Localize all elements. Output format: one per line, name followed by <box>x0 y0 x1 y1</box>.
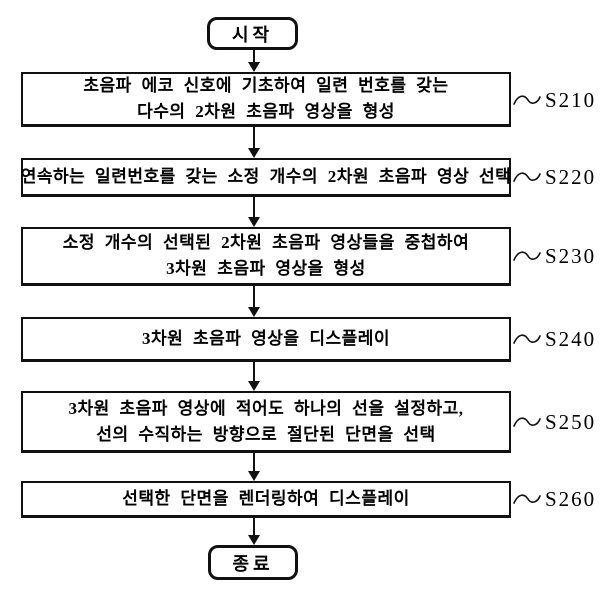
step-label-text: S210 <box>545 87 597 112</box>
step-label-s240: S240 <box>513 327 596 351</box>
flow-arrow-line <box>253 453 255 472</box>
end-node: 종료 <box>208 545 298 580</box>
step-text: 선택한 단면을 렌더링하여 디스플레이 <box>122 489 410 508</box>
step-label-s210: S210 <box>513 88 596 112</box>
step-label-s250: S250 <box>513 410 596 434</box>
flow-arrow-line <box>253 50 255 64</box>
squiggle-connector-icon <box>513 494 541 504</box>
step-text: 3차원 초음파 영상에 적어도 하나의 선을 설정하고, <box>68 398 464 418</box>
step-label-s230: S230 <box>513 244 596 268</box>
flow-arrow-line <box>253 518 255 536</box>
arrow-down-icon <box>248 217 260 227</box>
step-text: 다수의 2차원 초음파 영상을 형성 <box>137 102 395 121</box>
step-label-text: S230 <box>545 243 597 268</box>
step-text: 연속하는 일련번호를 갖는 소정 개수의 2차원 초음파 영상 선택 <box>20 167 512 186</box>
squiggle-connector-icon <box>513 172 541 182</box>
step-box-s240: 3차원 초음파 영상을 디스플레이 <box>21 317 511 362</box>
step-label-s260: S260 <box>513 487 596 511</box>
arrow-down-icon <box>248 148 260 158</box>
step-label-text: S260 <box>545 486 597 511</box>
step-label-text: S240 <box>545 326 597 351</box>
step-label-text: S250 <box>545 409 597 434</box>
step-text: 선의 수직하는 방향으로 절단된 단면을 선택 <box>96 424 436 444</box>
step-box-s210: 초음파 에코 신호에 기초하여 일련 번호를 갖는 다수의 2차원 초음파 영상… <box>21 72 511 127</box>
flow-arrow-line <box>253 197 255 218</box>
flow-arrow-line <box>253 127 255 149</box>
step-box-s220: 연속하는 일련번호를 갖는 소정 개수의 2차원 초음파 영상 선택 <box>21 158 511 197</box>
squiggle-connector-icon <box>513 95 541 105</box>
arrow-down-icon <box>248 381 260 391</box>
start-node-label: 시작 <box>231 24 274 45</box>
flow-arrow-line <box>253 286 255 308</box>
end-node-label: 종료 <box>232 553 274 574</box>
flow-arrow-line <box>253 362 255 382</box>
step-box-s230: 소정 개수의 선택된 2차원 초음파 영상들을 중첩하여 3차원 초음파 영상을… <box>21 227 511 286</box>
squiggle-connector-icon <box>513 417 541 427</box>
step-text: 소정 개수의 선택된 2차원 초음파 영상들을 중첩하여 <box>62 233 470 252</box>
step-text: 3차원 초음파 영상을 디스플레이 <box>141 329 391 348</box>
step-box-s250: 3차원 초음파 영상에 적어도 하나의 선을 설정하고, 선의 수직하는 방향으… <box>21 391 511 453</box>
squiggle-connector-icon <box>513 251 541 261</box>
step-text: 초음파 에코 신호에 기초하여 일련 번호를 갖는 <box>83 76 449 95</box>
arrow-down-icon <box>248 471 260 481</box>
step-box-s260: 선택한 단면을 렌더링하여 디스플레이 <box>21 481 511 518</box>
step-label-s220: S220 <box>513 165 596 189</box>
arrow-down-icon <box>248 535 260 545</box>
squiggle-connector-icon <box>513 334 541 344</box>
arrow-down-icon <box>248 307 260 317</box>
step-label-text: S220 <box>545 164 597 189</box>
step-text: 3차원 초음파 영상을 형성 <box>166 259 366 278</box>
start-node: 시작 <box>207 17 298 50</box>
arrow-down-icon <box>248 62 260 72</box>
